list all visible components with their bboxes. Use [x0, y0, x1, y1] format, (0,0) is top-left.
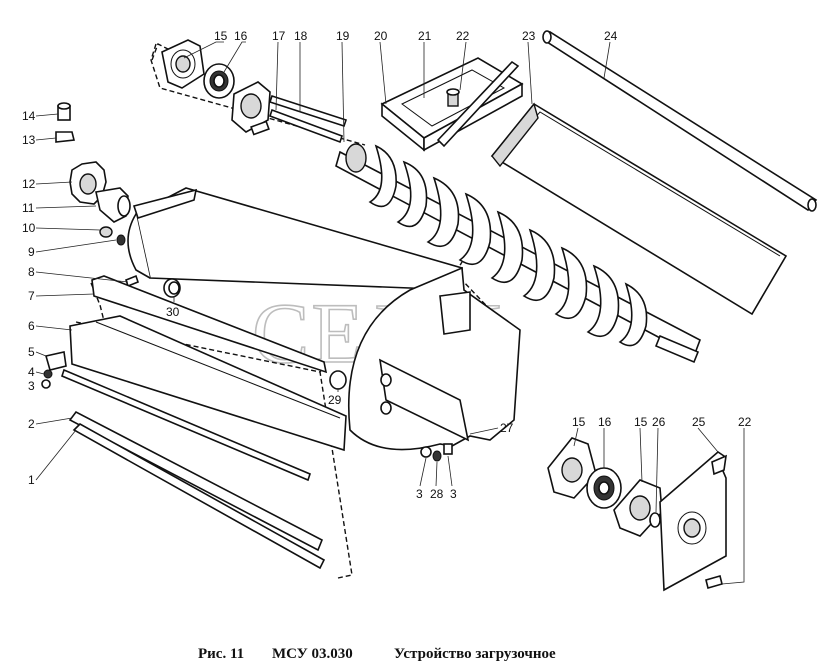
panel-7 [91, 275, 328, 374]
label-13: 13 [22, 133, 36, 147]
bearing-16-right [586, 467, 622, 509]
label-9: 9 [28, 245, 35, 259]
label-28: 28 [430, 487, 444, 501]
plate-21 [380, 57, 524, 152]
label-5: 5 [28, 345, 35, 359]
rod-4 [41, 368, 311, 482]
label-15: 15 [214, 29, 228, 43]
label-15-right-b: 15 [634, 415, 648, 429]
panel-6 [69, 315, 347, 452]
label-11: 11 [22, 201, 35, 215]
caption-title: Устройство загрузочное [394, 646, 556, 662]
figure-caption: Рис. 11 МСУ 03.030 Устройство загрузочно… [198, 646, 556, 662]
bracket-5 [44, 351, 67, 371]
washer-9 [116, 234, 126, 246]
bush-30 [168, 281, 180, 295]
nut-13 [55, 131, 75, 143]
label-8: 8 [28, 265, 35, 279]
rod-1 [72, 423, 326, 570]
label-3-lower-b: 3 [450, 487, 457, 501]
shaft-18 [268, 94, 348, 144]
caption-code: МСУ 03.030 [272, 646, 353, 662]
label-17: 17 [272, 29, 286, 43]
label-12: 12 [22, 177, 36, 191]
fasteners-3-28-3 [420, 443, 453, 462]
label-3: 3 [28, 379, 35, 393]
label-16-right: 16 [598, 415, 612, 429]
part-labels: 15 16 17 18 19 20 21 22 23 24 14 13 12 1… [22, 29, 752, 501]
ring-26 [649, 512, 661, 528]
side-plate-25 [659, 450, 727, 592]
trough-23 [490, 102, 788, 316]
label-27: 27 [500, 421, 514, 435]
label-10: 10 [22, 221, 36, 235]
rod-2 [68, 410, 324, 552]
label-7: 7 [28, 289, 35, 303]
bush-29 [329, 370, 347, 390]
label-22-right: 22 [738, 415, 752, 429]
label-30: 30 [166, 305, 180, 319]
end-disc-27 [347, 266, 521, 451]
bearing-16-top [203, 63, 235, 99]
key-10 [99, 226, 113, 238]
label-29: 29 [328, 393, 342, 407]
label-25: 25 [692, 415, 706, 429]
hub-11 [95, 187, 131, 223]
label-14: 14 [22, 109, 36, 123]
label-24: 24 [604, 29, 618, 43]
bolt-14 [57, 102, 71, 121]
label-15-right-a: 15 [572, 415, 586, 429]
label-21: 21 [418, 29, 432, 43]
rod-24 [542, 30, 818, 212]
label-20: 20 [374, 29, 388, 43]
leader-lines [35, 41, 745, 585]
label-23: 23 [522, 29, 536, 43]
caption-fig: Рис. 11 [198, 646, 244, 662]
flange-15-top [161, 39, 205, 89]
label-26: 26 [652, 415, 666, 429]
label-2: 2 [28, 417, 35, 431]
label-18: 18 [294, 29, 308, 43]
label-22: 22 [456, 29, 470, 43]
bolt-8 [125, 274, 139, 288]
label-19: 19 [336, 29, 350, 43]
auger-19 [335, 143, 701, 364]
label-4: 4 [28, 365, 35, 379]
flange-17 [231, 81, 271, 136]
label-16: 16 [234, 29, 248, 43]
label-1: 1 [28, 473, 35, 487]
label-6: 6 [28, 319, 35, 333]
label-3-lower-a: 3 [416, 487, 423, 501]
